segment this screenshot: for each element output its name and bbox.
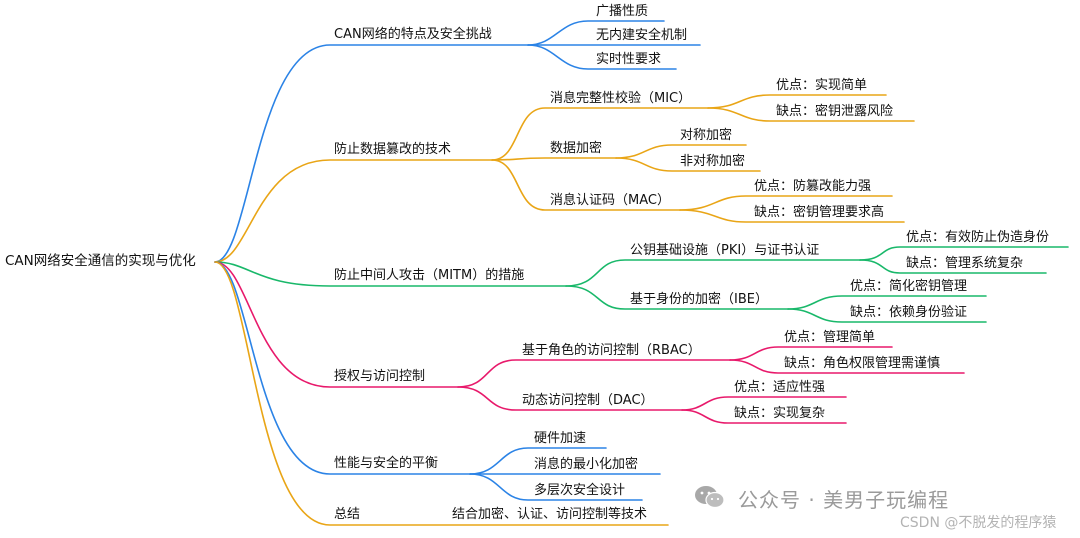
connector-b2 <box>214 159 493 263</box>
branch-summary: 总结 <box>334 507 361 522</box>
b2-encryption: 数据加密 <box>550 141 603 156</box>
b1-item-broadcast: 广播性质 <box>596 4 649 19</box>
b2-mic-pro: 优点：实现简单 <box>776 78 868 93</box>
b2-mic: 消息完整性校验（MIC） <box>550 91 692 106</box>
b5-item-multilayer: 多层次安全设计 <box>534 483 626 498</box>
b1-item-no-security: 无内建安全机制 <box>596 28 688 43</box>
branch-anti-tamper: 防止数据篡改的技术 <box>334 142 452 157</box>
b4-dac: 动态访问控制（DAC） <box>522 393 654 408</box>
connector-b1 <box>214 44 529 263</box>
b4-dac-pro: 优点：适应性强 <box>734 380 826 395</box>
branch-can-characteristics: CAN网络的特点及安全挑战 <box>334 27 492 42</box>
connector-b4 <box>214 261 459 388</box>
b3-ibe: 基于身份的加密（IBE） <box>630 292 768 307</box>
b2-enc-asymmetric: 非对称加密 <box>680 154 746 169</box>
b3-pki-con: 缺点：管理系统复杂 <box>906 256 1024 271</box>
wechat-icon <box>693 484 727 510</box>
b2-enc-symmetric: 对称加密 <box>680 128 733 143</box>
b5-item-min-encrypt: 消息的最小化加密 <box>534 457 639 472</box>
b2-mic-con: 缺点：密钥泄露风险 <box>776 104 894 119</box>
b5-item-hw-accel: 硬件加速 <box>534 431 587 446</box>
branch-anti-mitm: 防止中间人攻击（MITM）的措施 <box>334 268 525 283</box>
b3-pki: 公钥基础设施（PKI）与证书认证 <box>630 243 820 258</box>
b4-rbac-pro: 优点：管理简单 <box>784 330 876 345</box>
branch-performance-balance: 性能与安全的平衡 <box>334 456 439 471</box>
b6-item-summary: 结合加密、认证、访问控制等技术 <box>452 507 648 522</box>
branch-access-control: 授权与访问控制 <box>334 369 426 384</box>
connector-b6 <box>214 261 669 526</box>
connector-b5 <box>214 261 471 475</box>
b1-item-realtime: 实时性要求 <box>596 52 662 67</box>
b3-ibe-pro: 优点：简化密钥管理 <box>850 279 968 294</box>
watermark-main: 公众号 · 美男子玩编程 <box>738 488 950 512</box>
b4-dac-con: 缺点：实现复杂 <box>734 406 826 421</box>
b2-mac: 消息认证码（MAC） <box>550 193 670 208</box>
b2-mac-con: 缺点：密钥管理要求高 <box>754 205 885 220</box>
b4-rbac: 基于角色的访问控制（RBAC） <box>522 343 701 358</box>
root-topic: CAN网络安全通信的实现与优化 <box>5 253 196 269</box>
connector-b3 <box>214 261 567 287</box>
b2-mac-pro: 优点：防篡改能力强 <box>754 179 872 194</box>
b3-pki-pro: 优点：有效防止伪造身份 <box>906 230 1050 245</box>
watermark-csdn: CSDN @不脱发的程序猿 <box>900 515 1057 531</box>
b3-ibe-con: 缺点：依赖身份验证 <box>850 305 968 320</box>
b4-rbac-con: 缺点：角色权限管理需谨慎 <box>784 356 941 371</box>
